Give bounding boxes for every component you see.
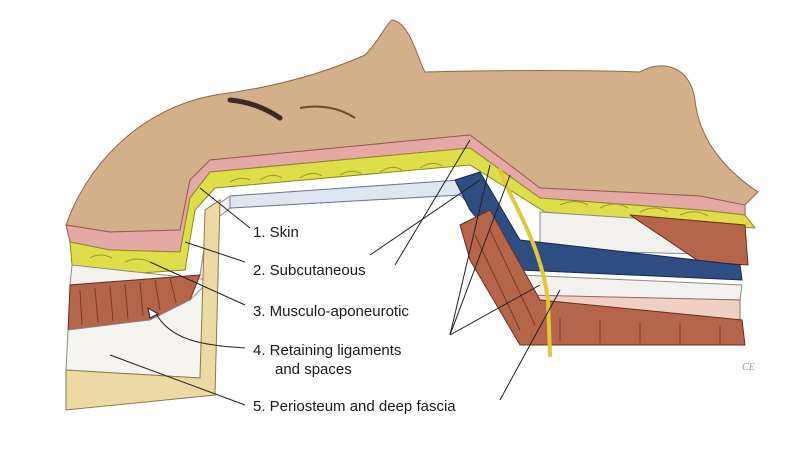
leader-retaining-right-2 (449, 174, 511, 336)
face-skin-surface (65, 19, 759, 233)
facial-nerve (498, 168, 552, 357)
label-retaining-spaces: and spaces (275, 361, 352, 378)
left-muscle-striations (79, 277, 177, 326)
right-upper-muscle (629, 214, 749, 266)
label-retaining-ligaments: 4. Retaining ligaments (253, 342, 402, 359)
leader-periosteum-left (109, 354, 246, 406)
right-lower-muscle (459, 209, 746, 346)
label-musculo-aponeurotic: 3. Musculo-aponeurotic (253, 303, 409, 320)
leader-retaining-right-3 (449, 284, 541, 336)
leader-periosteum-right (499, 289, 561, 401)
eyebrow (227, 97, 283, 121)
leader-musculo-left (149, 261, 246, 306)
label-subcutaneous: 2. Subcutaneous (253, 262, 366, 279)
leader-retaining-right-1 (449, 164, 491, 336)
leader-subcutaneous-right (394, 139, 471, 266)
leader-skin (199, 187, 251, 229)
artist-signature: CE (742, 362, 755, 373)
leader-retaining-left (154, 311, 246, 349)
label-skin: 1. Skin (253, 224, 299, 241)
leader-musculo-right (369, 179, 481, 256)
upper-fascia-space (229, 179, 471, 209)
label-periosteum: 5. Periosteum and deep fascia (253, 398, 456, 415)
eyelid (299, 105, 356, 119)
leader-subcutaneous-left (184, 241, 246, 263)
arrow-marker (147, 306, 160, 319)
left-bone-periosteum (65, 199, 221, 411)
right-muscle-striations (474, 229, 721, 344)
fat-lobules (89, 162, 709, 263)
subcutaneous-fat-layer (69, 147, 757, 276)
leader-lines (109, 139, 561, 406)
